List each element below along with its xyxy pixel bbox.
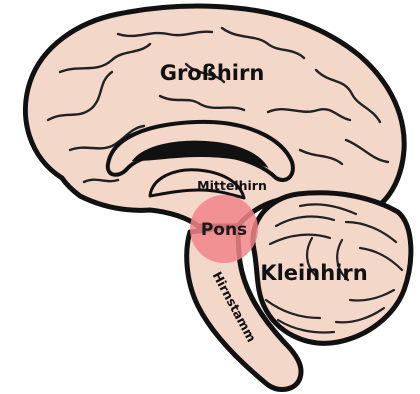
label-pons: Pons bbox=[201, 220, 247, 240]
label-midbrain: Mittelhirn bbox=[197, 178, 267, 193]
label-cerebrum: Großhirn bbox=[160, 61, 265, 85]
label-cerebellum: Kleinhirn bbox=[260, 261, 367, 285]
